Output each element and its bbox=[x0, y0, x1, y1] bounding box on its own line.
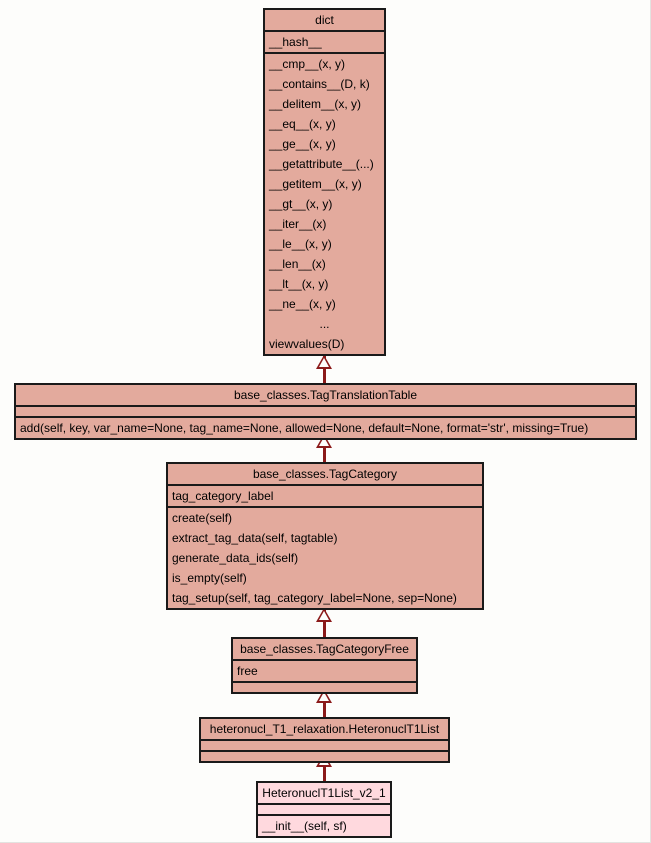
class-method: __len__(x) bbox=[269, 257, 326, 271]
class-title-tagcategory: base_classes.TagCategory bbox=[168, 464, 482, 486]
class-method: __delitem__(x, y) bbox=[269, 97, 362, 111]
edge-line-tagcategoryfree-to-tagcategory bbox=[323, 608, 326, 637]
class-box-tagcategoryfree[interactable]: base_classes.TagCategoryFree free bbox=[231, 637, 418, 694]
class-methods-tagcategoryfree bbox=[233, 683, 416, 692]
class-method: __iter__(x) bbox=[269, 217, 327, 231]
class-box-heteronuclt1list-v2-1[interactable]: HeteronuclT1List_v2_1 __init__(self, sf) bbox=[256, 781, 392, 838]
class-methods-tagtranslationtable: add(self, key, var_name=None, tag_name=N… bbox=[16, 418, 635, 438]
class-method: viewvalues(D) bbox=[269, 337, 345, 351]
class-method: extract_tag_data(self, tagtable) bbox=[172, 531, 338, 545]
class-method: __init__(self, sf) bbox=[262, 819, 347, 833]
class-method: __getitem__(x, y) bbox=[269, 177, 362, 191]
class-method: __eq__(x, y) bbox=[269, 117, 336, 131]
class-title-heteronuclt1list: heteronucl_T1_relaxation.HeteronuclT1Lis… bbox=[201, 719, 448, 741]
class-attributes-dict: __hash__ bbox=[265, 32, 384, 54]
class-method: __gt__(x, y) bbox=[269, 197, 333, 211]
class-method: tag_setup(self, tag_category_label=None,… bbox=[172, 591, 457, 605]
edge-line-tagtranslationtable-to-dict bbox=[323, 355, 326, 383]
class-attribute: __hash__ bbox=[269, 35, 322, 49]
class-method: generate_data_ids(self) bbox=[172, 551, 299, 565]
class-method-ellipsis: ... bbox=[319, 317, 330, 331]
class-title-tagcategoryfree: base_classes.TagCategoryFree bbox=[233, 639, 416, 661]
class-attribute: free bbox=[237, 664, 258, 678]
class-title-heteronuclt1list-v2-1: HeteronuclT1List_v2_1 bbox=[258, 783, 390, 805]
class-box-tagcategory[interactable]: base_classes.TagCategory tag_category_la… bbox=[166, 462, 484, 610]
class-box-heteronuclt1list[interactable]: heteronucl_T1_relaxation.HeteronuclT1Lis… bbox=[199, 717, 450, 763]
class-method: __le__(x, y) bbox=[269, 237, 332, 251]
class-attributes-heteronuclt1list bbox=[201, 741, 448, 752]
class-method: __getattribute__(...) bbox=[269, 157, 374, 171]
class-title-tagtranslationtable: base_classes.TagTranslationTable bbox=[16, 385, 635, 407]
class-method: __contains__(D, k) bbox=[269, 77, 370, 91]
edge-line-tagcategory-to-tagtranslationtable bbox=[323, 434, 326, 462]
class-methods-heteronuclt1list-v2-1: __init__(self, sf) bbox=[258, 816, 390, 836]
class-attributes-heteronuclt1list-v2-1 bbox=[258, 805, 390, 816]
class-box-tagtranslationtable[interactable]: base_classes.TagTranslationTable add(sel… bbox=[14, 383, 637, 440]
class-method: __lt__(x, y) bbox=[269, 277, 329, 291]
class-method: __ne__(x, y) bbox=[269, 297, 336, 311]
class-attributes-tagtranslationtable bbox=[16, 407, 635, 418]
arrowhead-tagtranslationtable-to-dict bbox=[316, 355, 332, 369]
class-attributes-tagcategory: tag_category_label bbox=[168, 486, 482, 508]
class-method: __ge__(x, y) bbox=[269, 137, 336, 151]
class-attribute: tag_category_label bbox=[172, 489, 274, 503]
class-method: __cmp__(x, y) bbox=[269, 57, 346, 71]
edge-line-heteronuclt1list-to-tagcategoryfree bbox=[323, 689, 326, 717]
class-attributes-tagcategoryfree: free bbox=[233, 661, 416, 683]
class-methods-tagcategory: create(self) extract_tag_data(self, tagt… bbox=[168, 508, 482, 608]
class-title-dict: dict bbox=[265, 10, 384, 32]
class-method: is_empty(self) bbox=[172, 571, 247, 585]
class-method: add(self, key, var_name=None, tag_name=N… bbox=[20, 421, 589, 435]
class-methods-dict: __cmp__(x, y) __contains__(D, k) __delit… bbox=[265, 54, 384, 354]
class-method: create(self) bbox=[172, 511, 233, 525]
class-box-dict[interactable]: dict __hash__ __cmp__(x, y) __contains__… bbox=[263, 8, 386, 356]
edge-line-heteronuclt1listv21-to-heteronuclt1list bbox=[323, 753, 326, 781]
class-methods-heteronuclt1list bbox=[201, 752, 448, 761]
arrowhead-tagcategoryfree-to-tagcategory bbox=[316, 608, 332, 622]
